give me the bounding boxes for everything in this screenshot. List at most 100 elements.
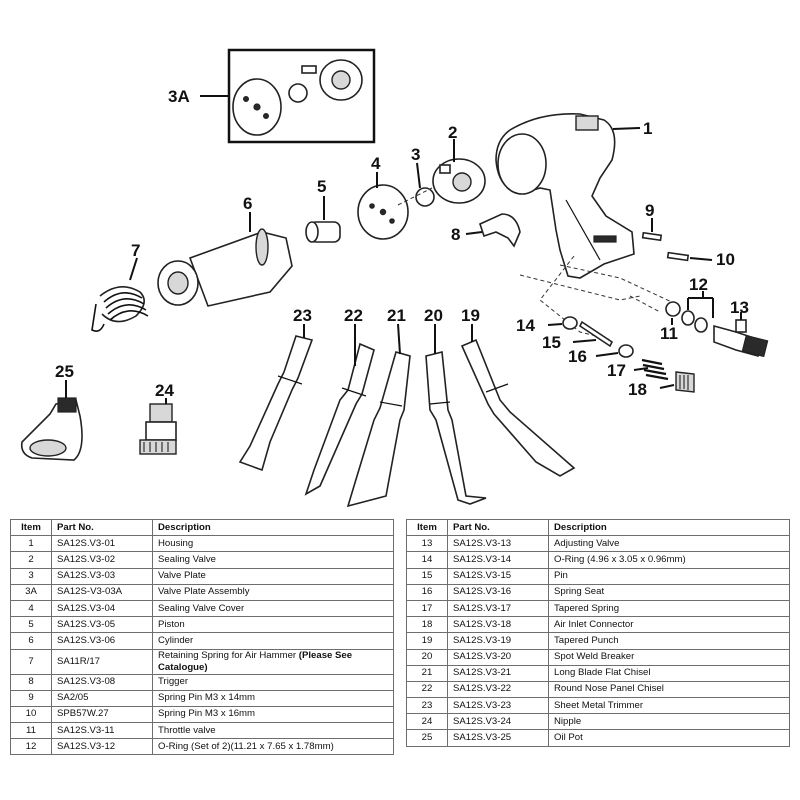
callout-16: 16 [568, 347, 587, 366]
callout-9: 9 [645, 201, 654, 220]
description-cell: Spring Seat [548, 583, 790, 601]
header-item: Item [406, 518, 448, 537]
callout-18: 18 [628, 380, 647, 399]
callout-23: 23 [293, 306, 312, 325]
callout-25: 25 [55, 362, 74, 381]
part-no-cell: SA11R/17 [51, 648, 153, 675]
part-no-cell: SA12S.V3-12 [51, 738, 153, 756]
item-cell: 24 [406, 713, 448, 731]
callout-3: 3 [411, 145, 420, 164]
item-cell: 17 [406, 599, 448, 618]
housing-part [495, 113, 641, 279]
item-cell: 25 [406, 729, 448, 747]
description-note: (Please See Catalogue) [158, 649, 353, 673]
piston-part [305, 196, 341, 243]
part-no-cell: SA12S.V3-15 [447, 567, 549, 585]
part-no-cell: SA12S.V3-03 [51, 567, 153, 585]
description-cell: Sealing Valve [152, 551, 394, 569]
part-no-cell: SA12S.V3-21 [447, 664, 549, 682]
table-header-row: Item Part No. Description [406, 518, 790, 537]
assembly-dashed-lines [397, 187, 677, 341]
part-no-cell: SA12S-V3-03A [51, 583, 153, 601]
part-no-cell: SA2/05 [51, 689, 153, 707]
description-cell: Sealing Valve Cover [152, 599, 394, 618]
callout-21: 21 [387, 306, 406, 325]
header-description: Description [152, 518, 394, 537]
item-cell: 11 [10, 722, 52, 740]
callout-20: 20 [424, 306, 443, 325]
item-cell: 15 [406, 567, 448, 585]
description-cell: Adjusting Valve [548, 535, 790, 553]
callout-4: 4 [371, 154, 381, 173]
item-cell: 4 [10, 599, 52, 618]
spring-seat-part [595, 344, 634, 358]
callout-15: 15 [542, 333, 561, 352]
callout-5: 5 [317, 177, 326, 196]
item-cell: 10 [10, 705, 52, 724]
item-cell: 16 [406, 583, 448, 601]
part-no-cell: SA12S.V3-17 [447, 599, 549, 618]
retaining-spring-part [91, 257, 149, 332]
description-cell: Valve Plate Assembly [152, 583, 394, 601]
sheet-metal-trimmer-part [238, 324, 314, 472]
long-blade-flat-chisel-part [346, 323, 411, 508]
description-cell: O-Ring (Set of 2)(11.21 x 7.65 x 1.78mm) [152, 738, 394, 756]
part-no-cell: SA12S.V3-16 [447, 583, 549, 601]
part-no-cell: SA12S.V3-22 [447, 680, 549, 699]
description-cell: Cylinder [152, 632, 394, 650]
item-cell: 8 [10, 673, 52, 691]
callout-6: 6 [243, 194, 252, 213]
description-cell: Spot Weld Breaker [548, 648, 790, 666]
callout-17: 17 [607, 361, 626, 380]
air-inlet-connector-part [659, 371, 695, 393]
callout-14: 14 [516, 316, 535, 335]
sealing-valve-cover-part [357, 172, 409, 240]
valve-plate-part [415, 162, 435, 207]
description-cell: Tapered Spring [548, 599, 790, 618]
oil-pot-part [20, 380, 83, 461]
description-cell: O-Ring (4.96 x 3.05 x 0.96mm) [548, 551, 790, 569]
item-cell: 2 [10, 551, 52, 569]
part-no-cell: SA12S.V3-02 [51, 551, 153, 569]
item-cell: 6 [10, 632, 52, 650]
item-cell: 21 [406, 664, 448, 682]
tapered-punch-part [460, 324, 576, 477]
part-no-cell: SA12S.V3-08 [51, 673, 153, 691]
part-no-cell: SA12S.V3-01 [51, 535, 153, 553]
item-cell: 23 [406, 697, 448, 715]
item-cell: 18 [406, 616, 448, 634]
callout-24: 24 [155, 381, 174, 400]
part-no-cell: SPB57W.27 [51, 705, 153, 724]
description-cell: Piston [152, 616, 394, 634]
item-cell: 3 [10, 567, 52, 585]
description-cell: Long Blade Flat Chisel [548, 664, 790, 682]
part-no-cell: SA12S.V3-19 [447, 632, 549, 650]
callout-8: 8 [451, 225, 460, 244]
item-cell: 7 [10, 648, 52, 675]
description-cell: Sheet Metal Trimmer [548, 697, 790, 715]
valve-plate-assembly-inset [200, 48, 376, 144]
tapered-spring-part [633, 358, 669, 381]
part-no-cell: SA12S.V3-05 [51, 616, 153, 634]
o-ring-small-part [547, 316, 578, 330]
callout-7: 7 [131, 241, 140, 260]
header-description: Description [548, 518, 790, 537]
